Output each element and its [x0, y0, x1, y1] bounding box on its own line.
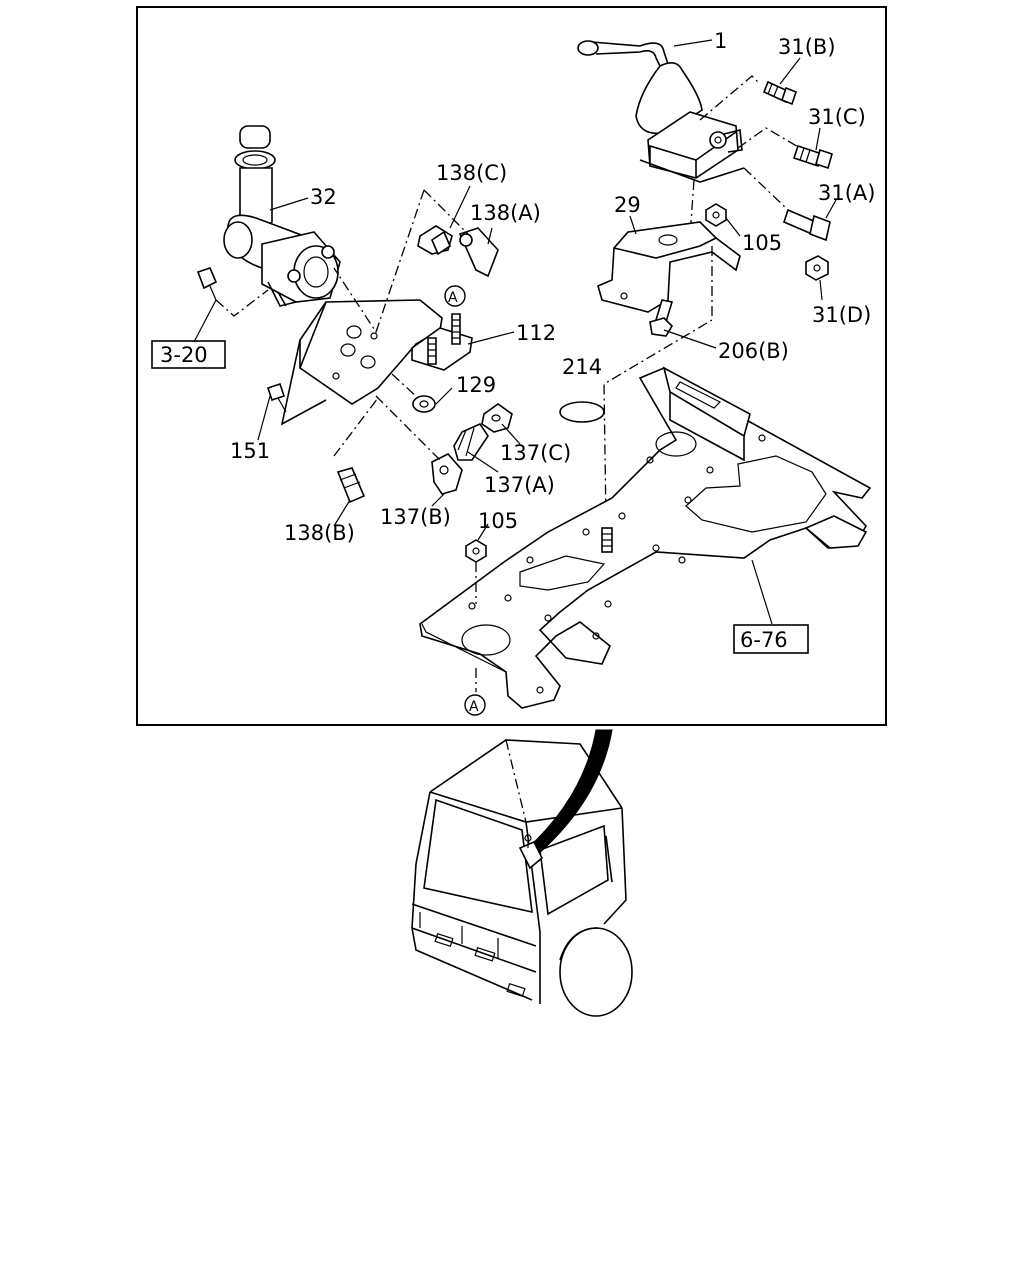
label-206b: 206(B) — [718, 339, 789, 363]
label-138a: 138(A) — [470, 201, 541, 225]
label-3-20: 3-20 — [160, 343, 208, 367]
part-105-nut-upper[interactable] — [705, 203, 727, 227]
label-151: 151 — [230, 439, 270, 463]
label-31a: 31(A) — [818, 181, 875, 205]
label-32: 32 — [310, 185, 337, 209]
label-29: 29 — [614, 193, 641, 217]
diagram-frame — [136, 6, 887, 726]
ref-circle-a-upper — [444, 285, 466, 307]
label-137b: 137(B) — [380, 505, 451, 529]
base-plate-stud — [601, 527, 613, 553]
part-112-studs — [427, 313, 461, 365]
label-129: 129 — [456, 373, 496, 397]
label-1: 1 — [714, 29, 727, 53]
label-105-upper: 105 — [742, 231, 782, 255]
label-138c: 138(C) — [436, 161, 507, 185]
ref-circle-a-lower — [464, 694, 486, 716]
base-plate-6-76[interactable] — [419, 366, 872, 709]
ref-box-3-20[interactable] — [151, 340, 226, 369]
part-137a-fitting[interactable] — [453, 422, 489, 461]
label-31d: 31(D) — [812, 303, 871, 327]
label-112: 112 — [516, 321, 556, 345]
label-137a: 137(A) — [484, 473, 555, 497]
part-29-bracket[interactable] — [597, 221, 741, 313]
part-137b-fitting[interactable] — [431, 453, 463, 495]
shift-lever-assembly[interactable] — [577, 40, 745, 183]
label-138b: 138(B) — [284, 521, 355, 545]
part-105-nut-lower[interactable] — [465, 539, 487, 563]
label-31b: 31(B) — [778, 35, 836, 59]
label-137c: 137(C) — [500, 441, 571, 465]
part-138c-fitting[interactable] — [417, 225, 453, 256]
label-6-76: 6-76 — [740, 628, 788, 652]
part-151-bolt[interactable] — [266, 382, 287, 413]
label-a-upper: A — [448, 290, 458, 306]
part-137c-fitting[interactable] — [481, 403, 513, 433]
part-31a-fitting[interactable] — [783, 208, 831, 242]
part-138b-fitting[interactable] — [336, 467, 366, 504]
label-214: 214 — [562, 355, 602, 379]
part-3-20-bolt[interactable] — [196, 267, 218, 301]
part-129-washer[interactable] — [412, 395, 436, 413]
leader-lines — [193, 39, 837, 625]
part-31c-fitting[interactable] — [792, 144, 833, 170]
part-32-cylinder[interactable] — [223, 125, 341, 307]
truck-cab-locator — [411, 729, 633, 1017]
label-a-lower: A — [469, 699, 479, 715]
label-31c: 31(C) — [808, 105, 866, 129]
part-112-plate[interactable] — [280, 299, 473, 426]
ref-box-6-76[interactable] — [733, 624, 809, 654]
part-214-disc[interactable] — [559, 401, 605, 423]
part-138a-fitting[interactable] — [458, 227, 499, 278]
part-31b-fitting[interactable] — [762, 80, 797, 106]
part-31d-nut[interactable] — [805, 255, 829, 281]
label-105-lower: 105 — [478, 509, 518, 533]
